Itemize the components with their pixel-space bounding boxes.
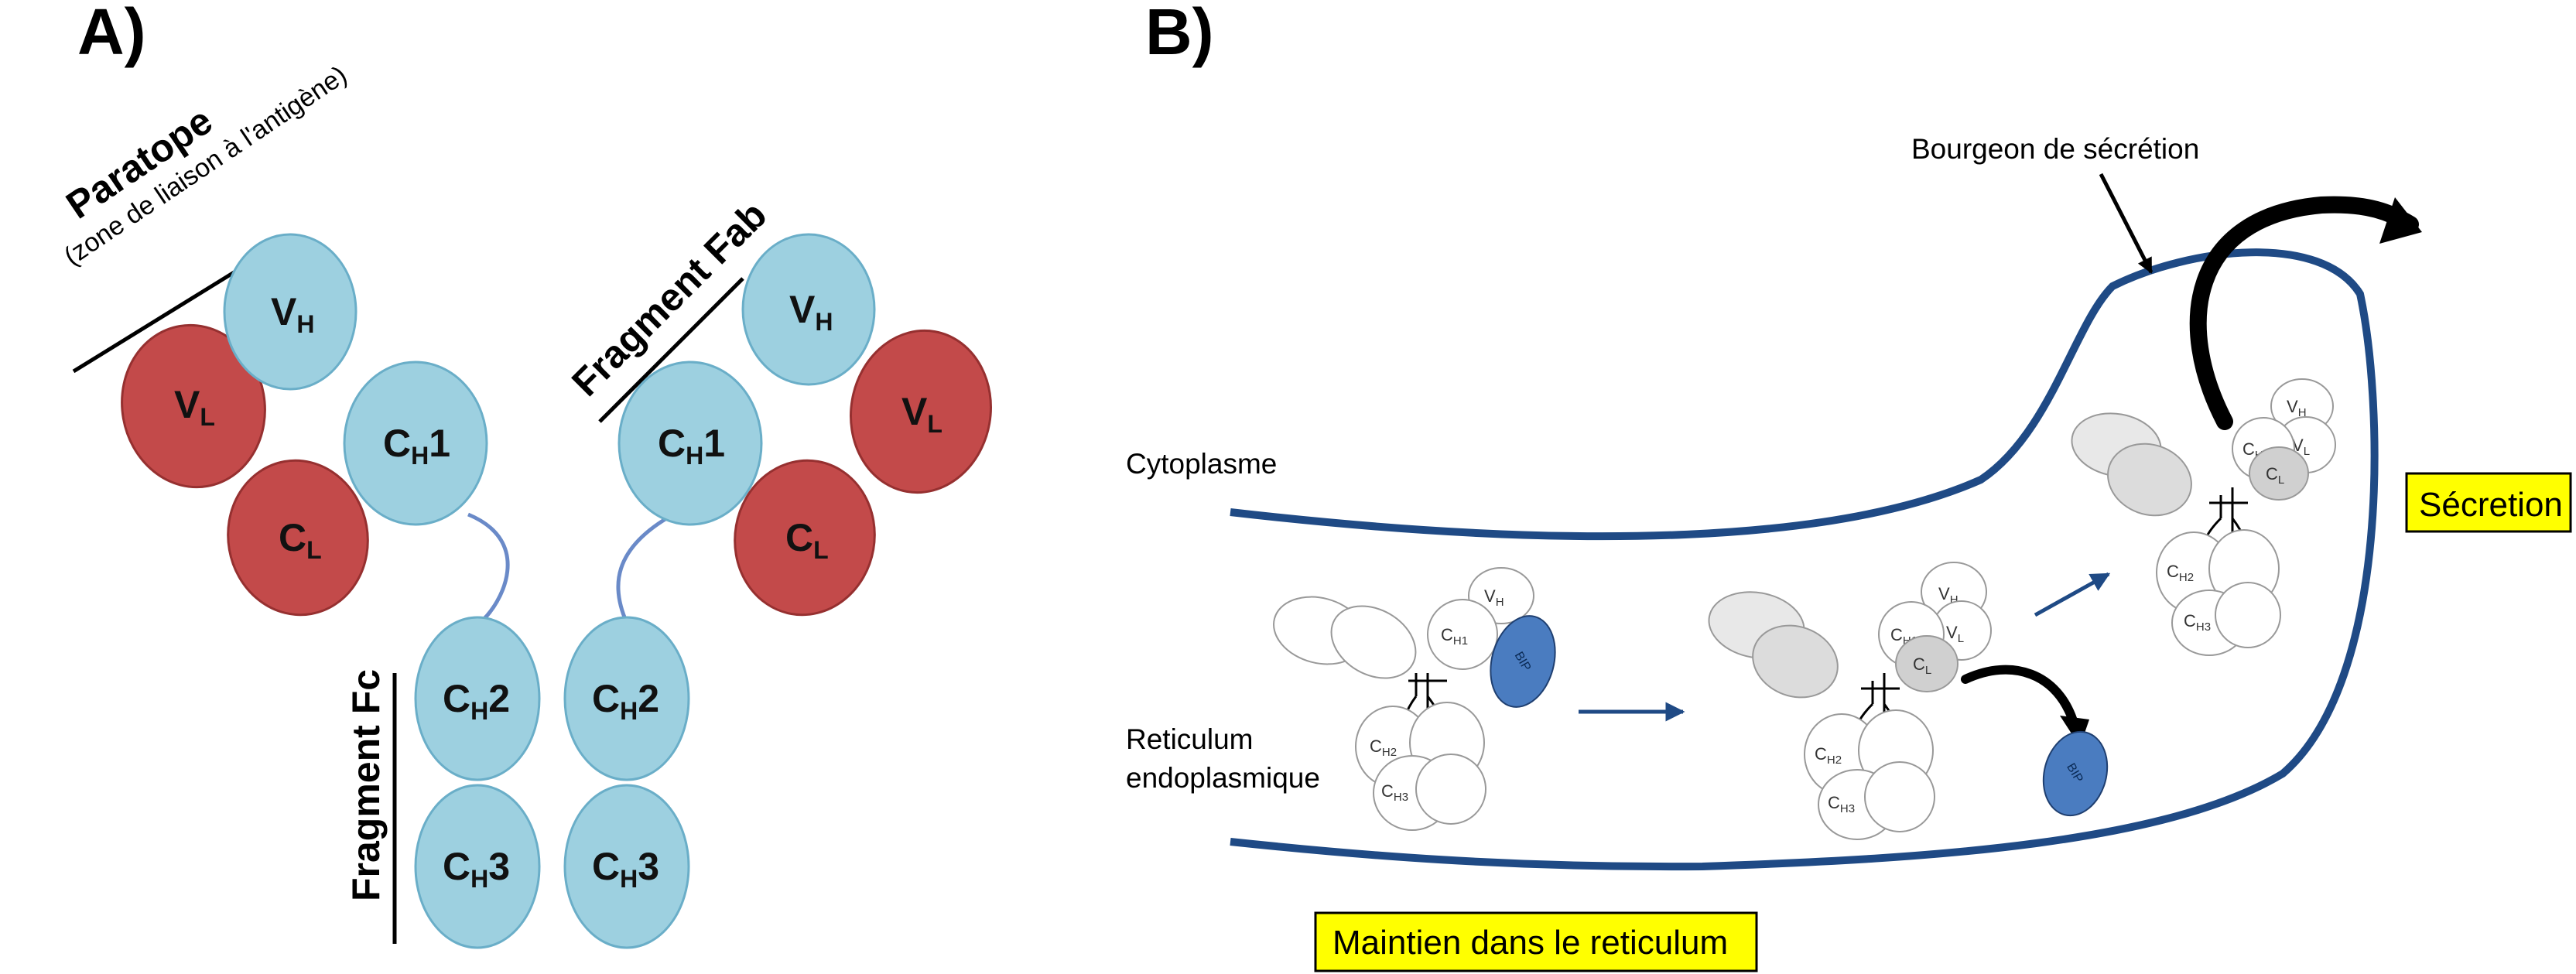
svg-text:CL: CL <box>1913 654 1931 677</box>
bourgeon-label: Bourgeon de sécrétion <box>1911 133 2199 165</box>
bip-released <box>2042 730 2109 817</box>
reticulum-label-line2: endoplasmique <box>1126 762 1320 794</box>
bourgeon-arrow <box>2099 173 2154 274</box>
reticulum-label-line1: Reticulum <box>1126 723 1254 755</box>
left-ch2-domain: CH2 <box>414 616 541 781</box>
svg-text:VL: VL <box>174 383 215 431</box>
antibody-stage-3: VH VL CH1 CL CH2 CH3 <box>2071 378 2336 656</box>
left-cl-domain: CL <box>227 459 369 617</box>
hinge-left <box>467 512 510 624</box>
left-ch1-domain: CH1 <box>343 361 488 526</box>
panel-a-label: A) <box>77 0 146 68</box>
svg-text:VL: VL <box>1946 623 1964 645</box>
antibody-stage-2: VH VL CH1 CL CH2 CH3 BIP <box>1708 562 2109 840</box>
right-ch1-domain: CH1 <box>617 361 763 526</box>
right-vh-domain: VH <box>741 233 876 386</box>
maintien-label: Maintien dans le reticulum <box>1332 924 1728 962</box>
svg-text:CH3: CH3 <box>592 845 659 893</box>
svg-text:CH1: CH1 <box>383 422 450 470</box>
svg-text:CH3: CH3 <box>443 845 510 893</box>
left-ch3-domain: CH3 <box>414 784 541 949</box>
cytoplasme-label: Cytoplasme <box>1126 448 1277 480</box>
svg-text:VH: VH <box>1938 584 1959 607</box>
er-membrane <box>1230 248 2379 871</box>
svg-text:VH: VH <box>1484 586 1504 609</box>
antibody-stage-1: VH CH1 CH2 CH3 BIP <box>1273 567 1556 831</box>
exit-arrowhead <box>2379 197 2422 244</box>
svg-text:CH2: CH2 <box>443 677 510 725</box>
svg-text:CL: CL <box>2266 464 2284 487</box>
svg-text:CL: CL <box>279 516 322 564</box>
svg-text:CH2: CH2 <box>2167 562 2194 584</box>
bip-bound <box>1490 615 1556 708</box>
panel-b-label: B) <box>1145 0 1214 68</box>
svg-text:CH1: CH1 <box>1441 625 1468 648</box>
svg-text:CL: CL <box>785 516 829 564</box>
svg-text:CH1: CH1 <box>658 422 725 470</box>
svg-text:VL: VL <box>901 390 942 438</box>
svg-text:CH2: CH2 <box>1370 736 1397 759</box>
svg-text:VH: VH <box>2287 397 2307 419</box>
hinge-right <box>616 512 675 624</box>
left-vh-domain: VH <box>223 233 357 391</box>
right-vl-domain: VL <box>850 329 992 494</box>
step-arrow-2 <box>2034 572 2111 617</box>
svg-text:CH2: CH2 <box>592 677 659 725</box>
right-ch2-domain: CH2 <box>563 616 690 781</box>
fc-label: Fragment Fc <box>344 669 388 901</box>
right-cl-domain: CL <box>734 459 876 617</box>
svg-text:CH3: CH3 <box>1828 793 1855 815</box>
svg-text:CH2: CH2 <box>1815 744 1842 767</box>
paratope-line <box>72 257 257 374</box>
secretion-label: Sécretion <box>2419 486 2563 524</box>
svg-text:CH3: CH3 <box>1381 781 1408 804</box>
right-ch3-domain: CH3 <box>563 784 690 949</box>
svg-text:CH3: CH3 <box>2184 611 2211 634</box>
maintien-box: Maintien dans le reticulum <box>1314 911 1758 972</box>
secretion-box: Sécretion <box>2405 472 2572 533</box>
svg-text:VH: VH <box>271 290 314 338</box>
fab-line <box>598 277 744 423</box>
svg-text:VH: VH <box>789 288 833 336</box>
left-vl-domain: VL <box>121 323 266 489</box>
exit-arrow <box>2189 196 2419 430</box>
